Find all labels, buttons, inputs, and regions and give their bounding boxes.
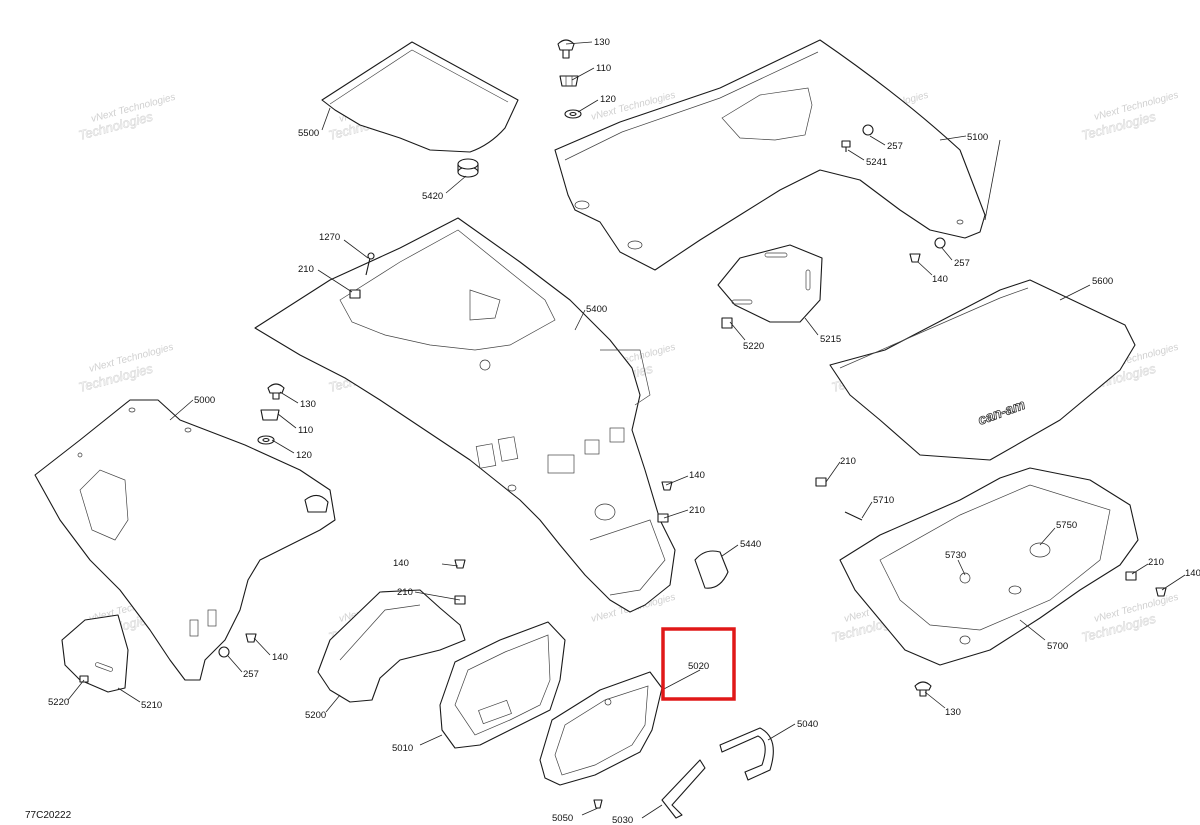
callout-130: 130: [945, 707, 961, 718]
callout-5710: 5710: [873, 495, 894, 506]
callout-130: 130: [594, 37, 610, 48]
fastener-110-left: [260, 409, 280, 421]
callout-210: 210: [298, 264, 314, 275]
callout-210: 210: [1148, 557, 1164, 568]
callout-257: 257: [243, 669, 259, 680]
callout-210: 210: [840, 456, 856, 467]
callout-5750: 5750: [1056, 520, 1077, 531]
part-5040: [719, 727, 774, 781]
part-5700: [839, 467, 1139, 666]
clip-5220-top: [721, 317, 733, 329]
callout-5220: 5220: [48, 697, 69, 708]
callout-257: 257: [954, 258, 970, 269]
callout-140: 140: [393, 558, 409, 569]
callout-5700: 5700: [1047, 641, 1068, 652]
washer-120-top: [564, 109, 582, 119]
part-5000: [34, 399, 336, 681]
callout-110: 110: [596, 63, 611, 74]
fastener-140-far-right: [1155, 587, 1167, 597]
clip-210-right: [1125, 571, 1137, 581]
callout-140: 140: [932, 274, 948, 285]
callout-5050: 5050: [552, 813, 573, 824]
washer-120-left: [257, 435, 275, 445]
callout-5500: 5500: [298, 128, 319, 139]
part-5010: [439, 621, 566, 749]
diagram-code: 77C20222: [25, 810, 72, 821]
part-5420: [457, 158, 479, 178]
callout-130: 130: [300, 399, 316, 410]
callout-120: 120: [296, 450, 312, 461]
part-5600: can-am: [829, 279, 1136, 461]
fastener-257-right: [934, 237, 946, 249]
fastener-257-left-low: [218, 646, 230, 658]
fastener-140-right: [909, 253, 921, 263]
callout-5600: 5600: [1092, 276, 1113, 287]
callout-140: 140: [1185, 568, 1200, 579]
callout-5420: 5420: [422, 191, 443, 202]
callout-140: 140: [272, 652, 288, 663]
callout-5200: 5200: [305, 710, 326, 721]
callout-5020: 5020: [688, 661, 709, 672]
callout-5440: 5440: [740, 539, 761, 550]
part-5400: [254, 217, 676, 613]
screw-5241: [841, 140, 851, 152]
part-5210: [61, 614, 129, 693]
callout-5241: 5241: [866, 157, 887, 168]
part-5440: [694, 550, 729, 589]
screw-1270: [365, 252, 375, 276]
callout-labels: 130 110 120 5500 5420 5100 257 5241 140 …: [48, 37, 1200, 825]
callout-5400: 5400: [586, 304, 607, 315]
fastener-140-left-low: [245, 633, 257, 643]
fastener-110-top: [559, 75, 579, 87]
callout-120: 120: [600, 94, 616, 105]
callout-5040: 5040: [797, 719, 818, 730]
callout-210: 210: [689, 505, 705, 516]
fastener-130-top: [557, 39, 575, 59]
callout-1270: 1270: [319, 232, 340, 243]
callout-210: 210: [397, 587, 413, 598]
callout-5000: 5000: [194, 395, 215, 406]
screw-5710: [844, 511, 863, 521]
callout-5030: 5030: [612, 815, 633, 825]
clip-210-mid: [657, 513, 669, 523]
clip-5220-bottom: [79, 675, 89, 683]
callout-5220: 5220: [743, 341, 764, 352]
callout-5010: 5010: [392, 743, 413, 754]
fastener-130-left: [267, 383, 285, 400]
part-5500: [321, 41, 519, 153]
callout-5730: 5730: [945, 550, 966, 561]
callout-257: 257: [887, 141, 903, 152]
part-5020: [539, 671, 663, 786]
part-5200: [317, 589, 466, 703]
callout-5210: 5210: [141, 700, 162, 711]
callout-5100: 5100: [967, 132, 988, 143]
part-5030: [661, 759, 706, 819]
callout-5215: 5215: [820, 334, 841, 345]
fastener-257-upper: [862, 124, 874, 136]
clip-210-top: [349, 289, 361, 299]
fastener-130-bottom-right: [914, 681, 932, 697]
fastener-140-bracket: [454, 559, 466, 569]
callout-110: 110: [298, 425, 313, 436]
part-5215: [717, 244, 823, 323]
leader-lines: [67, 41, 1186, 819]
callout-140: 140: [689, 470, 705, 481]
screw-5050: [593, 799, 603, 809]
clip-210-right-top: [815, 477, 827, 487]
part-5100: [554, 39, 986, 271]
highlight-box-5020[interactable]: [661, 627, 736, 701]
